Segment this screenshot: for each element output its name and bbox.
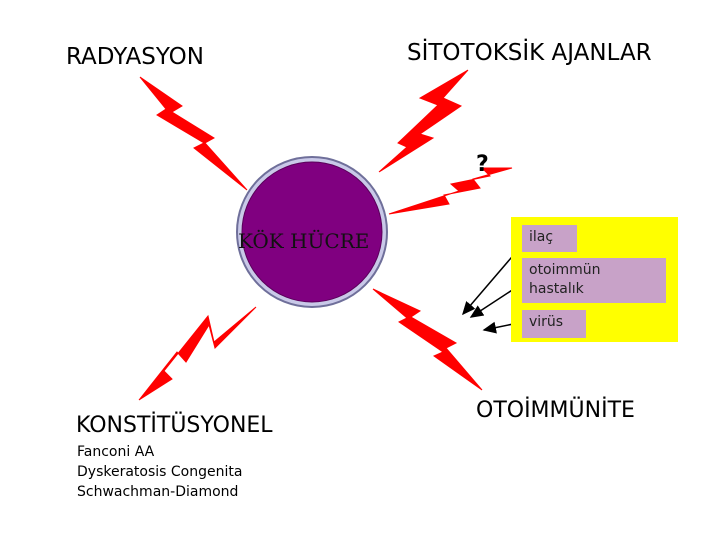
label-radiation: RADYASYON (66, 44, 204, 70)
cause-box-ilac: ilaç (522, 225, 577, 252)
list-item: Fanconi AA (77, 444, 155, 460)
cause-box-virus: virüs (522, 310, 586, 338)
lightning-bolt-radiation-icon (139, 76, 248, 191)
lightning-bolt-constitutional-icon (138, 306, 257, 401)
label-stem-cell: KÖK HÜCRE (238, 229, 370, 253)
lightning-bolt-autoimmunity-icon (372, 288, 483, 391)
label-autoimmunity: OTOİMMÜNİTE (476, 398, 635, 423)
constitutional-list: Fanconi AA Dyskeratosis Congenita Schwac… (77, 442, 242, 502)
label-cytotoxic-agents: SİTOTOKSİK AJANLAR (407, 40, 652, 66)
label-question-mark: ? (476, 152, 489, 177)
cause-box-otoimmun: otoimmün hastalık (522, 258, 666, 303)
label-constitutional: KONSTİTÜSYONEL (76, 413, 273, 438)
lightning-bolt-cytotoxic-icon (378, 69, 469, 173)
lightning-bolt-question-icon (388, 167, 513, 215)
list-item: Schwachman-Diamond (77, 484, 239, 500)
list-item: Dyskeratosis Congenita (77, 464, 243, 480)
stem-cell (241, 161, 383, 303)
